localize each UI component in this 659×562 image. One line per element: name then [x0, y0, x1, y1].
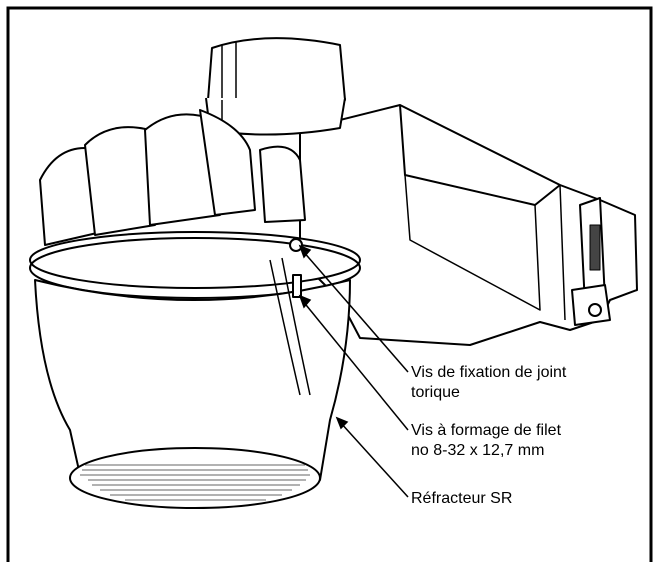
callout-thread-line2: no 8-32 x 12,7 mm	[411, 442, 545, 459]
callout-refractor: Réfracteur SR	[411, 489, 512, 509]
light-fixture-drawing	[29, 37, 638, 509]
leader-refractor	[339, 421, 409, 498]
callout-refractor-line1: Réfracteur SR	[411, 490, 513, 507]
callout-thread-screw: Vis à formage de filet no 8-32 x 12,7 mm	[411, 421, 561, 461]
callout-oring-screw: Vis de fixation de joint torique	[411, 363, 566, 403]
leader-lines	[298, 244, 409, 498]
threaded-rod	[589, 224, 601, 271]
refractor-lens	[69, 447, 321, 509]
callout-oring-line2: torique	[411, 384, 460, 401]
leader-oring	[301, 249, 409, 373]
diagram-border	[6, 6, 653, 562]
callout-oring-line1: Vis de fixation de joint	[411, 364, 567, 381]
oring-screw	[289, 238, 303, 252]
mounting-ring	[29, 231, 361, 289]
thread-forming-screw	[292, 274, 302, 298]
callout-thread-line1: Vis à formage de filet	[411, 422, 562, 439]
photocontrol	[207, 37, 346, 107]
leader-thread	[301, 299, 409, 431]
refractor-bowl	[34, 279, 351, 500]
